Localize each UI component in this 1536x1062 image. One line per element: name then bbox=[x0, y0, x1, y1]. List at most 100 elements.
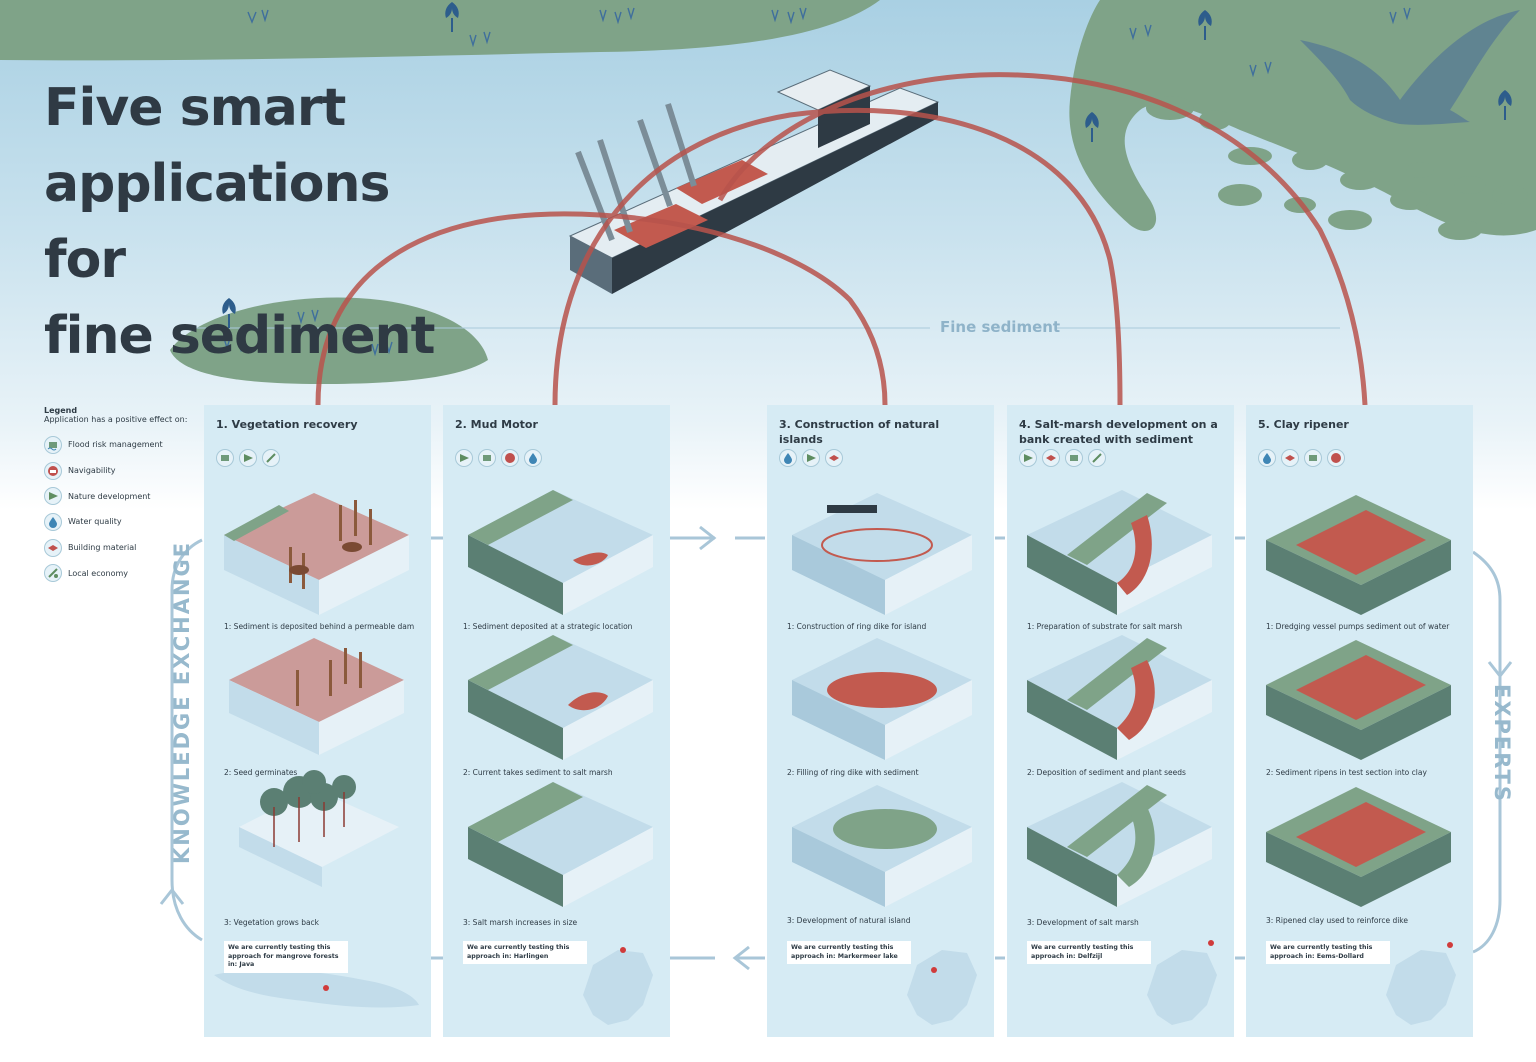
flood-icon bbox=[1065, 449, 1083, 467]
testing-location-box: We are currently testing this approach f… bbox=[224, 941, 348, 973]
land-top-left bbox=[0, 0, 880, 61]
illustration-step-3 bbox=[1027, 782, 1212, 907]
legend-item-building: Building material bbox=[44, 535, 204, 561]
illustration-step-1 bbox=[792, 493, 972, 615]
legend-label: Nature development bbox=[68, 491, 151, 501]
legend-item-flood: Flood risk management bbox=[44, 432, 204, 458]
step-illustrations bbox=[1266, 495, 1456, 1025]
economy-icon bbox=[262, 449, 280, 467]
flood-icon bbox=[44, 435, 62, 454]
brick-icon bbox=[44, 538, 62, 557]
title-line-3: fine sediment bbox=[44, 306, 435, 366]
page-title: Five smart applications for fine sedimen… bbox=[44, 70, 484, 374]
step-caption-1: 1: Preparation of substrate for salt mar… bbox=[1027, 622, 1183, 631]
side-label-experts: EXPERTS bbox=[1490, 684, 1514, 803]
panel-vegetation-recovery: 1. Vegetation recovery bbox=[204, 405, 431, 1037]
legend-subtitle: Application has a positive effect on: bbox=[44, 415, 188, 424]
netherlands-map-eems-dollard bbox=[1386, 942, 1456, 1025]
legend-item-economy: Local economy bbox=[44, 560, 204, 586]
step-caption-2: 2: Current takes sediment to salt marsh bbox=[463, 768, 613, 777]
panel-title: 2. Mud Motor bbox=[455, 418, 538, 431]
legend-item-navigability: Navigability bbox=[44, 458, 204, 484]
illustration-step-1 bbox=[1027, 490, 1212, 615]
illustration-step-1 bbox=[1266, 495, 1451, 615]
illustration-step-3 bbox=[1266, 787, 1451, 907]
islands-right bbox=[1146, 96, 1528, 240]
step-caption-1: 1: Sediment deposited at a strategic loc… bbox=[463, 622, 633, 631]
step-caption-3: 3: Development of natural island bbox=[787, 916, 911, 925]
illustration-step-1 bbox=[468, 490, 653, 615]
grass-tufts bbox=[223, 7, 1411, 357]
testing-location-box: We are currently testing this approach i… bbox=[1027, 941, 1151, 964]
step-caption-2: 2: Sediment ripens in test section into … bbox=[1266, 768, 1427, 777]
leaf-icon bbox=[455, 449, 473, 467]
step-caption-2: 2: Filling of ring dike with sediment bbox=[787, 768, 919, 777]
leaf-icon bbox=[1019, 449, 1037, 467]
ship-icon bbox=[44, 461, 62, 480]
legend-label: Local economy bbox=[68, 568, 128, 578]
panel-title: 3. Construction of natural islands bbox=[779, 418, 940, 446]
step-caption-3: 3: Ripened clay used to reinforce dike bbox=[1266, 916, 1408, 925]
step-caption-1: 1: Construction of ring dike for island bbox=[787, 622, 927, 631]
step-caption-3: 3: Vegetation grows back bbox=[224, 918, 320, 927]
leaf-icon bbox=[802, 449, 820, 467]
panel-effect-icons bbox=[455, 449, 542, 467]
panel-title: 5. Clay ripener bbox=[1258, 418, 1349, 431]
bird-illustration bbox=[1300, 10, 1520, 125]
side-label-knowledge-exchange: KNOWLEDGE EXCHANGE bbox=[170, 540, 194, 864]
drop-icon bbox=[524, 449, 542, 467]
illustration-step-2 bbox=[468, 635, 653, 760]
panel-title: 4. Salt-marsh development on a bank crea… bbox=[1019, 418, 1218, 446]
step-caption-3: 3: Development of salt marsh bbox=[1027, 918, 1139, 927]
panel-effect-icons bbox=[1258, 449, 1345, 467]
title-line-2: applications for bbox=[44, 154, 390, 290]
sediment-arcs bbox=[315, 72, 1368, 406]
step-caption-2: 2: Deposition of sediment and plant seed… bbox=[1027, 768, 1186, 777]
fine-sediment-label: Fine sediment bbox=[940, 318, 1061, 336]
java-map bbox=[214, 969, 419, 1008]
legend-label: Building material bbox=[68, 543, 137, 553]
legend-label: Water quality bbox=[68, 517, 122, 527]
plant-icons bbox=[222, 2, 1512, 328]
panel-title: 1. Vegetation recovery bbox=[216, 418, 358, 431]
netherlands-map-harlingen bbox=[583, 947, 653, 1025]
leaf-icon bbox=[44, 487, 62, 506]
illustration-step-2 bbox=[792, 638, 972, 760]
brick-icon bbox=[825, 449, 843, 467]
panel-clay-ripener: 5. Clay ripener 1: Dredging bbox=[1246, 405, 1473, 1037]
economy-icon bbox=[44, 564, 62, 583]
flood-icon bbox=[1304, 449, 1322, 467]
illustration-step-2 bbox=[229, 638, 404, 755]
legend-title: Legend bbox=[44, 406, 78, 415]
cycle-arrows bbox=[159, 525, 1513, 971]
ship-icon bbox=[501, 449, 519, 467]
testing-location-box: We are currently testing this approach i… bbox=[463, 941, 587, 964]
panel-effect-icons bbox=[1019, 449, 1106, 467]
leaf-icon bbox=[239, 449, 257, 467]
legend-item-nature: Nature development bbox=[44, 483, 204, 509]
netherlands-map-delfzijl bbox=[1147, 940, 1217, 1025]
step-caption-3: 3: Salt marsh increases in size bbox=[463, 918, 578, 927]
testing-location-box: We are currently testing this approach i… bbox=[787, 941, 911, 964]
illustration-step-3 bbox=[468, 782, 653, 907]
economy-icon bbox=[1088, 449, 1106, 467]
legend-item-water: Water quality bbox=[44, 509, 204, 535]
step-illustrations bbox=[1027, 490, 1217, 1025]
panel-salt-marsh-development: 4. Salt-marsh development on a bank crea… bbox=[1007, 405, 1234, 1037]
step-illustrations bbox=[468, 490, 653, 1025]
panel-effect-icons bbox=[216, 449, 280, 467]
legend-label: Navigability bbox=[68, 466, 116, 476]
drop-icon bbox=[1258, 449, 1276, 467]
drop-icon bbox=[779, 449, 797, 467]
illustration-step-3 bbox=[239, 770, 399, 887]
illustration-step-3 bbox=[792, 785, 972, 907]
step-caption-1: 1: Dredging vessel pumps sediment out of… bbox=[1266, 622, 1450, 631]
title-line-1: Five smart bbox=[44, 78, 346, 138]
illustration-step-1 bbox=[224, 493, 409, 615]
illustration-step-2 bbox=[1266, 640, 1451, 760]
testing-location-box: We are currently testing this approach i… bbox=[1266, 941, 1390, 964]
illustration-step-2 bbox=[1027, 635, 1212, 760]
step-caption-1: 1: Sediment is deposited behind a permea… bbox=[224, 622, 415, 631]
legend-label: Flood risk management bbox=[68, 440, 163, 450]
